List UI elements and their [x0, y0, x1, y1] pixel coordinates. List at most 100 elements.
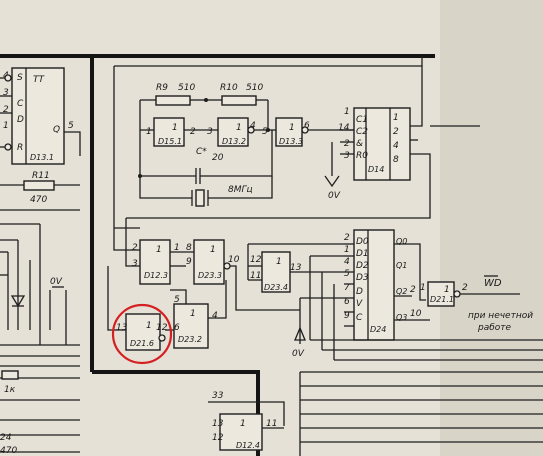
svg-text:4: 4 — [212, 311, 218, 321]
svg-text:D15.1: D15.1 — [158, 137, 182, 146]
svg-text:C2: C2 — [356, 127, 368, 137]
diode-bridge: 0V — [10, 240, 67, 345]
resistor-r9: R9 510 — [140, 83, 206, 106]
svg-text:6: 6 — [344, 297, 350, 307]
svg-text:3: 3 — [132, 259, 138, 269]
svg-text:1: 1 — [172, 123, 178, 133]
svg-text:470: 470 — [30, 195, 47, 205]
svg-text:D13.3: D13.3 — [279, 137, 303, 146]
gate-d15-1: 1 1 2 D15.1 — [139, 100, 218, 147]
svg-text:D13.2: D13.2 — [222, 137, 246, 146]
svg-text:0V: 0V — [328, 191, 341, 201]
svg-text:2: 2 — [462, 283, 468, 293]
svg-text:2: 2 — [3, 105, 9, 115]
svg-text:1: 1 — [344, 107, 350, 117]
svg-text:510: 510 — [246, 83, 263, 93]
svg-text:0V: 0V — [292, 349, 305, 359]
svg-text:1: 1 — [420, 283, 426, 293]
svg-text:D3: D3 — [356, 273, 369, 283]
svg-text:C*: C* — [196, 147, 207, 157]
svg-text:10: 10 — [228, 255, 240, 265]
svg-text:D23.3: D23.3 — [198, 271, 222, 280]
svg-text:D: D — [17, 115, 24, 125]
gate-d23-3: 1 9 10 D23.3 — [170, 239, 300, 311]
svg-text:R9: R9 — [156, 83, 168, 93]
resistor-470-bottom: 24 470 — [0, 433, 17, 456]
svg-text:при нечетной: при нечетной — [468, 311, 533, 321]
svg-text:5: 5 — [344, 269, 350, 279]
right-bus — [299, 339, 543, 456]
svg-text:D24: D24 — [370, 325, 386, 334]
chip-d13-1: TT 4 S 3 C 2 D 1 R Q 5 D13.1 — [0, 67, 81, 165]
svg-text:D2: D2 — [356, 261, 369, 271]
svg-text:D12.4: D12.4 — [236, 441, 260, 450]
svg-text:D23.2: D23.2 — [178, 335, 202, 344]
svg-text:D12.3: D12.3 — [144, 271, 168, 280]
svg-text:2: 2 — [190, 127, 196, 137]
svg-text:8: 8 — [186, 243, 192, 253]
resistor-r11: R11 470 — [0, 171, 80, 205]
svg-text:D0: D0 — [356, 237, 369, 247]
svg-text:11: 11 — [250, 271, 261, 281]
svg-text:2: 2 — [132, 243, 138, 253]
svg-text:24: 24 — [0, 433, 12, 443]
svg-text:9: 9 — [344, 311, 350, 321]
svg-text:4: 4 — [250, 121, 256, 131]
svg-text:2: 2 — [344, 233, 350, 243]
svg-text:33: 33 — [212, 391, 224, 401]
svg-text:1: 1 — [174, 243, 180, 253]
svg-text:Q3: Q3 — [396, 313, 407, 322]
gate-d23-2: 1 5 6 4 D23.2 — [170, 280, 227, 349]
svg-text:14: 14 — [338, 123, 350, 133]
svg-text:D21.1: D21.1 — [430, 295, 454, 304]
svg-text:6: 6 — [174, 323, 180, 333]
svg-text:510: 510 — [178, 83, 195, 93]
svg-text:1: 1 — [393, 113, 399, 123]
svg-text:Q1: Q1 — [396, 261, 407, 270]
svg-text:3: 3 — [3, 88, 9, 98]
svg-text:8МГц: 8МГц — [228, 185, 253, 195]
svg-text:D23.4: D23.4 — [264, 283, 288, 292]
svg-text:R: R — [17, 143, 23, 153]
resistor-1k: 1к — [1, 370, 19, 395]
gate-d21-6: 1 13 12 D21.6 — [107, 266, 174, 351]
svg-text:D14: D14 — [368, 165, 384, 174]
svg-text:7: 7 — [344, 283, 350, 293]
chip-d14: 1 C1 14 C2 & 2 3 R0 1 2 4 8 D14 0V — [125, 66, 480, 267]
svg-text:V: V — [356, 299, 363, 309]
svg-text:10: 10 — [410, 309, 422, 319]
svg-text:470: 470 — [0, 446, 17, 456]
svg-text:13: 13 — [116, 323, 128, 333]
svg-text:Q: Q — [53, 125, 60, 135]
svg-text:R10: R10 — [220, 83, 238, 93]
svg-text:&: & — [356, 139, 363, 149]
svg-text:8: 8 — [393, 155, 399, 165]
svg-text:4: 4 — [393, 141, 399, 151]
svg-text:1: 1 — [156, 245, 162, 255]
chip-d24: 2 D0 1 D1 4 D2 5 D3 7 D 6 V 9 C D24 Q0 Q… — [292, 229, 430, 360]
svg-text:R0: R0 — [356, 151, 368, 161]
crystal-8mhz: 8МГц — [139, 176, 273, 207]
svg-text:1: 1 — [444, 285, 450, 295]
svg-text:5: 5 — [174, 295, 180, 305]
background-bleed — [440, 0, 543, 456]
svg-text:WD: WD — [484, 278, 502, 289]
svg-text:C1: C1 — [356, 115, 368, 125]
svg-text:R11: R11 — [32, 171, 50, 181]
svg-text:работе: работе — [477, 323, 512, 333]
svg-text:5: 5 — [68, 121, 74, 131]
svg-text:D21.6: D21.6 — [130, 339, 154, 348]
svg-text:D: D — [356, 287, 363, 297]
svg-text:12: 12 — [156, 323, 168, 333]
svg-text:C: C — [17, 99, 24, 109]
svg-text:1: 1 — [210, 245, 216, 255]
svg-text:13: 13 — [212, 419, 224, 429]
highlight-circle — [111, 303, 173, 365]
svg-text:3: 3 — [207, 127, 213, 137]
svg-text:3: 3 — [344, 151, 350, 161]
svg-text:1: 1 — [240, 419, 246, 429]
svg-text:Q0: Q0 — [396, 237, 407, 246]
gate-d21-1: 1 1 2 D21.1 WD при нечетной работе — [420, 275, 533, 333]
svg-text:1: 1 — [190, 309, 196, 319]
svg-text:0V: 0V — [50, 277, 63, 287]
